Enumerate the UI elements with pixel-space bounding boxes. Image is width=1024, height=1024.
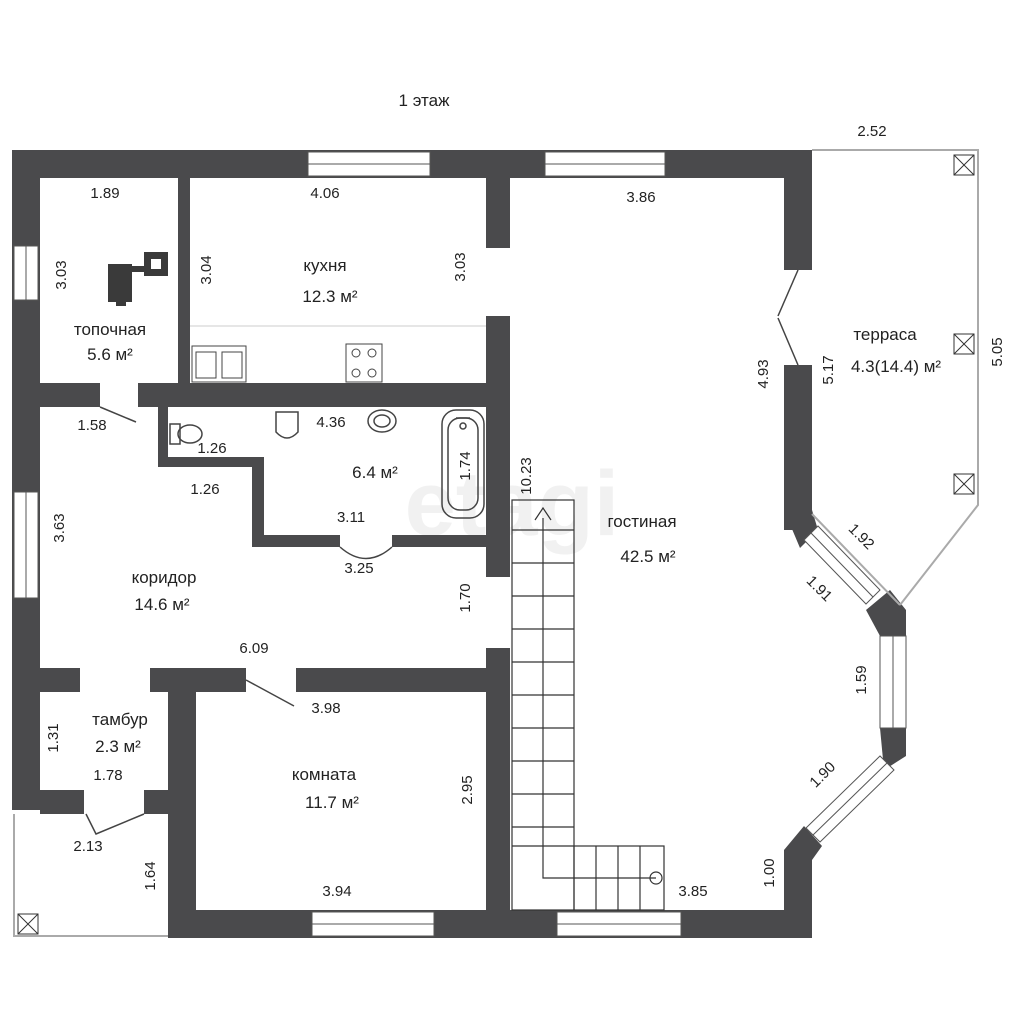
room-name-terrace: терраса [853, 325, 917, 344]
dim-stairs-len: 10.23 [518, 457, 535, 495]
dim-bath-bottom: 3.11 [337, 509, 365, 526]
dim-wc-depth: 1.26 [190, 481, 219, 498]
dim-terrace-left: 5.17 [820, 355, 837, 384]
dim-bath-door: 3.25 [344, 560, 373, 577]
dim-vestibule-bottom: 1.78 [93, 767, 122, 784]
dim-bay-2: 1.91 [803, 572, 836, 605]
dim-kitchen-right: 3.03 [452, 252, 469, 281]
dim-porch-depth: 1.64 [142, 861, 159, 890]
dim-terrace-right: 5.05 [989, 337, 1006, 366]
room-area-vestibule: 2.3 м² [95, 737, 141, 756]
doors [85, 406, 393, 835]
room-area-room: 11.7 м² [305, 793, 359, 812]
room-area-corridor: 14.6 м² [134, 595, 189, 614]
terrace-door [777, 269, 799, 366]
walls [12, 150, 906, 938]
windows [13, 151, 907, 937]
dim-wc-width: 1.26 [197, 440, 226, 457]
room-name-vestibule: тамбур [92, 710, 148, 729]
toilet-icon [169, 423, 203, 445]
dim-room-bottom: 3.94 [322, 883, 351, 900]
dim-kitchen-top: 4.06 [310, 185, 339, 202]
dim-bay-1: 1.92 [845, 520, 878, 553]
room-area-terrace: 4.3(14.4) м² [851, 357, 941, 376]
dim-bath-top: 4.36 [316, 414, 345, 431]
dim-living-top: 3.86 [626, 189, 655, 206]
dim-corridor-bottom: 6.09 [239, 640, 268, 657]
floor-title: 1 этаж [399, 91, 451, 110]
dim-living-bottom: 3.85 [678, 883, 707, 900]
dim-corridor-door: 1.58 [77, 417, 106, 434]
dim-vestibule-side: 1.31 [45, 723, 62, 752]
dim-room-top: 3.98 [311, 700, 340, 717]
bidet-icon [275, 411, 299, 439]
room-name-room: комната [292, 765, 357, 784]
dim-boiler-top: 1.89 [90, 185, 119, 202]
terrace-outline [812, 149, 979, 606]
room-name-boiler: топочная [74, 320, 146, 339]
dim-corridor-right: 1.70 [457, 583, 474, 612]
room-area-bathroom: 6.4 м² [352, 463, 398, 482]
dimension-labels: 1.89 3.03 4.06 3.04 3.03 3.86 2.52 5.05 … [45, 123, 1006, 900]
room-name-kitchen: кухня [303, 256, 346, 275]
terrace-columns [17, 154, 975, 935]
dim-porch-width: 2.13 [73, 838, 102, 855]
dim-terrace-top: 2.52 [857, 123, 886, 140]
dim-living-wall: 4.93 [755, 359, 772, 388]
room-area-living: 42.5 м² [620, 547, 675, 566]
room-area-boiler: 5.6 м² [87, 345, 133, 364]
staircase [511, 499, 665, 911]
dim-bath-tub: 1.74 [457, 451, 474, 480]
porch-outline [13, 814, 168, 937]
dim-room-right: 2.95 [459, 775, 476, 804]
dim-kitchen-left: 3.04 [198, 255, 215, 284]
dim-corridor-side: 3.63 [51, 513, 68, 542]
dim-boiler-side: 3.03 [53, 260, 70, 289]
dim-bay-4: 1.90 [806, 758, 839, 791]
room-name-living: гостиная [607, 512, 676, 531]
boiler-icon [108, 252, 168, 306]
room-name-corridor: коридор [132, 568, 197, 587]
kitchen-counter [190, 325, 486, 383]
bathtub-icon [441, 409, 485, 519]
sink-icon [367, 409, 397, 433]
dim-bay-3: 1.59 [853, 665, 870, 694]
room-area-kitchen: 12.3 м² [302, 287, 357, 306]
dim-living-corner: 1.00 [761, 858, 778, 887]
room-labels: топочная 5.6 м² кухня 12.3 м² 6.4 м² кор… [74, 256, 942, 812]
